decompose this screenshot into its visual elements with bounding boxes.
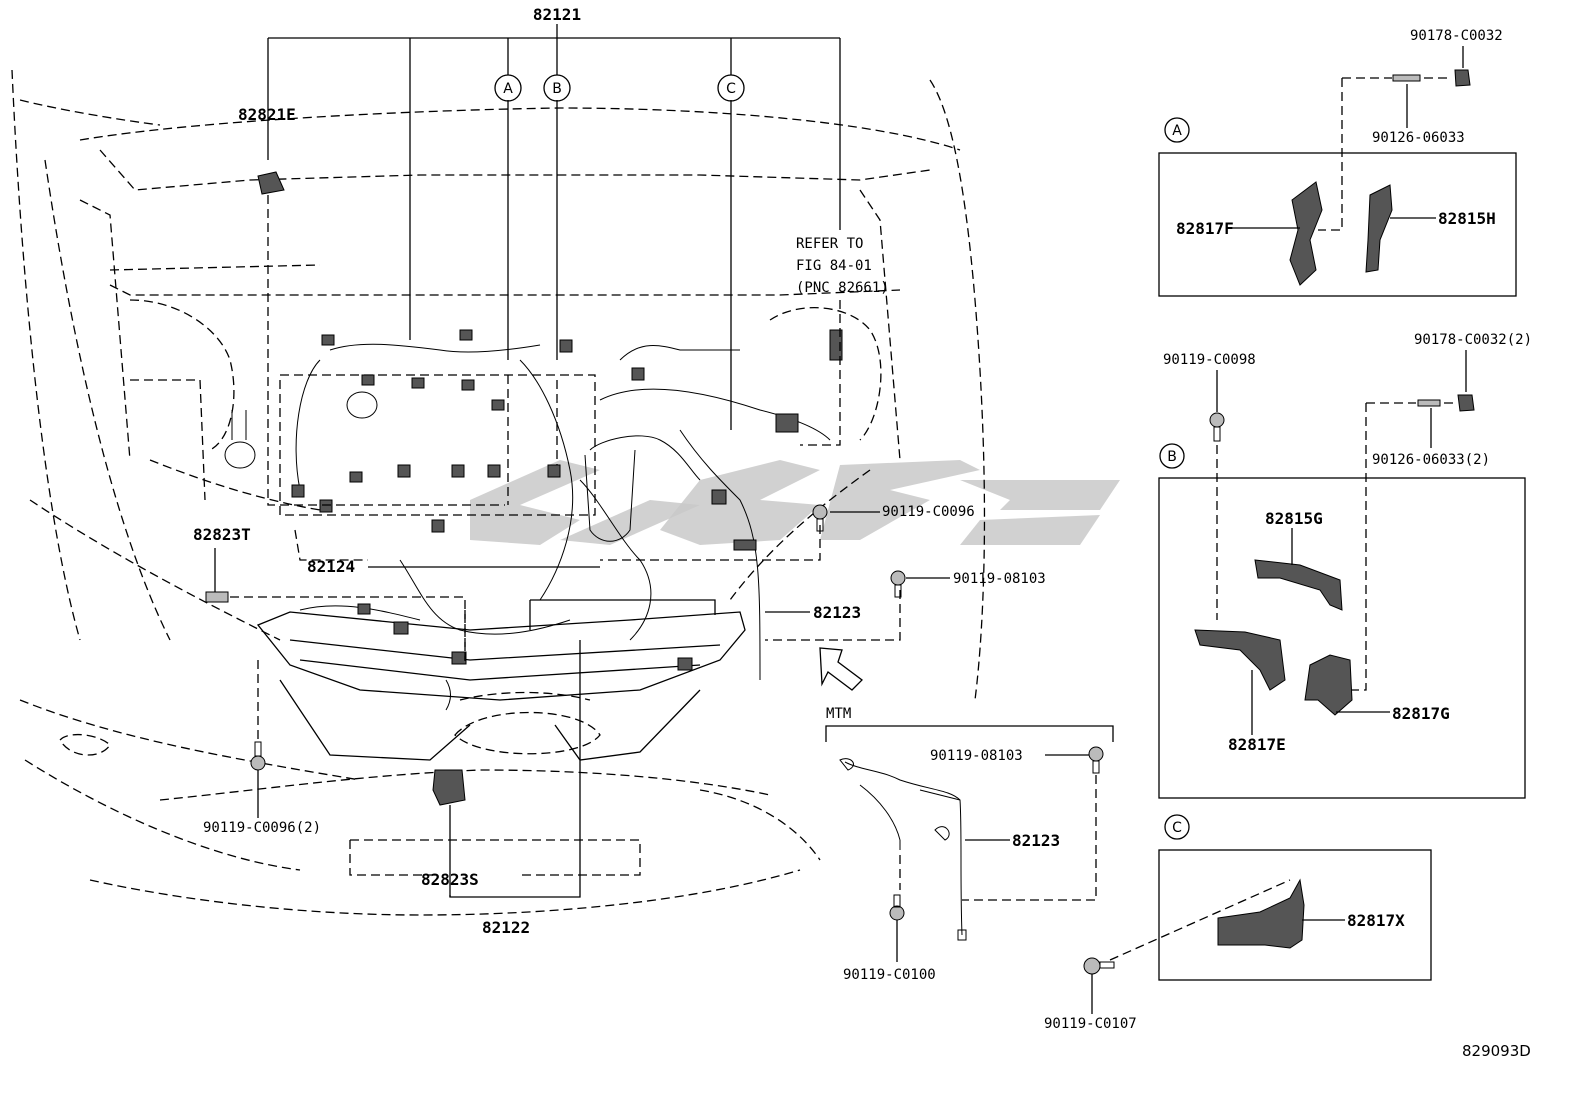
bolt-90119-C0096 (812, 504, 828, 532)
label-90119-C0096-2: 90119-C0096(2) (203, 820, 321, 836)
callout-A-text: A (503, 81, 513, 97)
label-82122: 82122 (482, 918, 530, 937)
part-82823S-shape (432, 769, 466, 806)
bolt-90119-C0096-2 (250, 741, 266, 771)
label-mtm-82123: 82123 (1012, 831, 1060, 850)
label-90119-C0096: 90119-C0096 (882, 504, 975, 520)
mtm-section: MTM 90119-08103 82123 90119-C0100 (825, 706, 1114, 983)
inset-A: 90178-C0032 90126-06033 A 82817F 82815H (1158, 28, 1517, 297)
label-mtm-90119-C0100: 90119-C0100 (843, 967, 936, 983)
inset-C-callout: C (1172, 820, 1182, 836)
figure-id: 829093D (1462, 1042, 1531, 1060)
label-mtm: MTM (826, 706, 851, 722)
engine-harness (224, 329, 843, 681)
part-82823T-shape (205, 591, 229, 603)
callout-B-text: B (552, 81, 562, 97)
label-b-82817E: 82817E (1228, 735, 1286, 754)
label-82823T: 82823T (193, 525, 251, 544)
label-refer-fig: FIG 84-01 (796, 258, 872, 274)
label-90119-08103: 90119-08103 (953, 571, 1046, 587)
part-82821E-shape (257, 171, 285, 195)
inset-C: C 82817X 90119-C0107 (1044, 814, 1432, 1032)
label-82121: 82121 (533, 5, 581, 24)
leader-82121 (267, 24, 841, 430)
callout-A: A (494, 74, 522, 102)
watermark-logo (470, 460, 1120, 545)
callout-C: C (717, 74, 745, 102)
label-a-90126-06033: 90126-06033 (1372, 130, 1465, 146)
label-mtm-90119-08103: 90119-08103 (930, 748, 1023, 764)
label-a-82815H: 82815H (1438, 209, 1496, 228)
label-a-90178-C0032: 90178-C0032 (1410, 28, 1503, 44)
label-82823S: 82823S (421, 870, 479, 889)
inset-A-callout: A (1172, 123, 1182, 139)
bolt-90119-08103 (890, 570, 906, 598)
label-b-82815G: 82815G (1265, 509, 1323, 528)
inset-B-callout: B (1167, 449, 1177, 465)
label-b-90126-06033-2: 90126-06033(2) (1372, 452, 1490, 468)
label-b-90119-C0098: 90119-C0098 (1163, 352, 1256, 368)
front-grille (256, 611, 746, 761)
label-b-90178-C0032-2: 90178-C0032(2) (1414, 332, 1532, 348)
label-a-82817F: 82817F (1176, 219, 1234, 238)
label-b-82817G: 82817G (1392, 704, 1450, 723)
vehicle-outline (11, 69, 986, 916)
dash-leaders (267, 195, 841, 506)
callout-C-text: C (726, 81, 736, 97)
label-82124: 82124 (307, 557, 355, 576)
label-refer-to: REFER TO (796, 236, 863, 252)
label-refer-pnc: (PNC 82661) (796, 280, 889, 296)
label-82123: 82123 (813, 603, 861, 622)
label-c-90119-C0107: 90119-C0107 (1044, 1016, 1137, 1032)
view-arrow (819, 647, 863, 691)
inset-B: 90119-C0098 90178-C0032(2) 90126-06033(2… (1158, 332, 1532, 799)
label-c-82817X: 82817X (1347, 911, 1405, 930)
callout-B: B (543, 74, 571, 102)
label-82821E: 82821E (238, 105, 296, 124)
